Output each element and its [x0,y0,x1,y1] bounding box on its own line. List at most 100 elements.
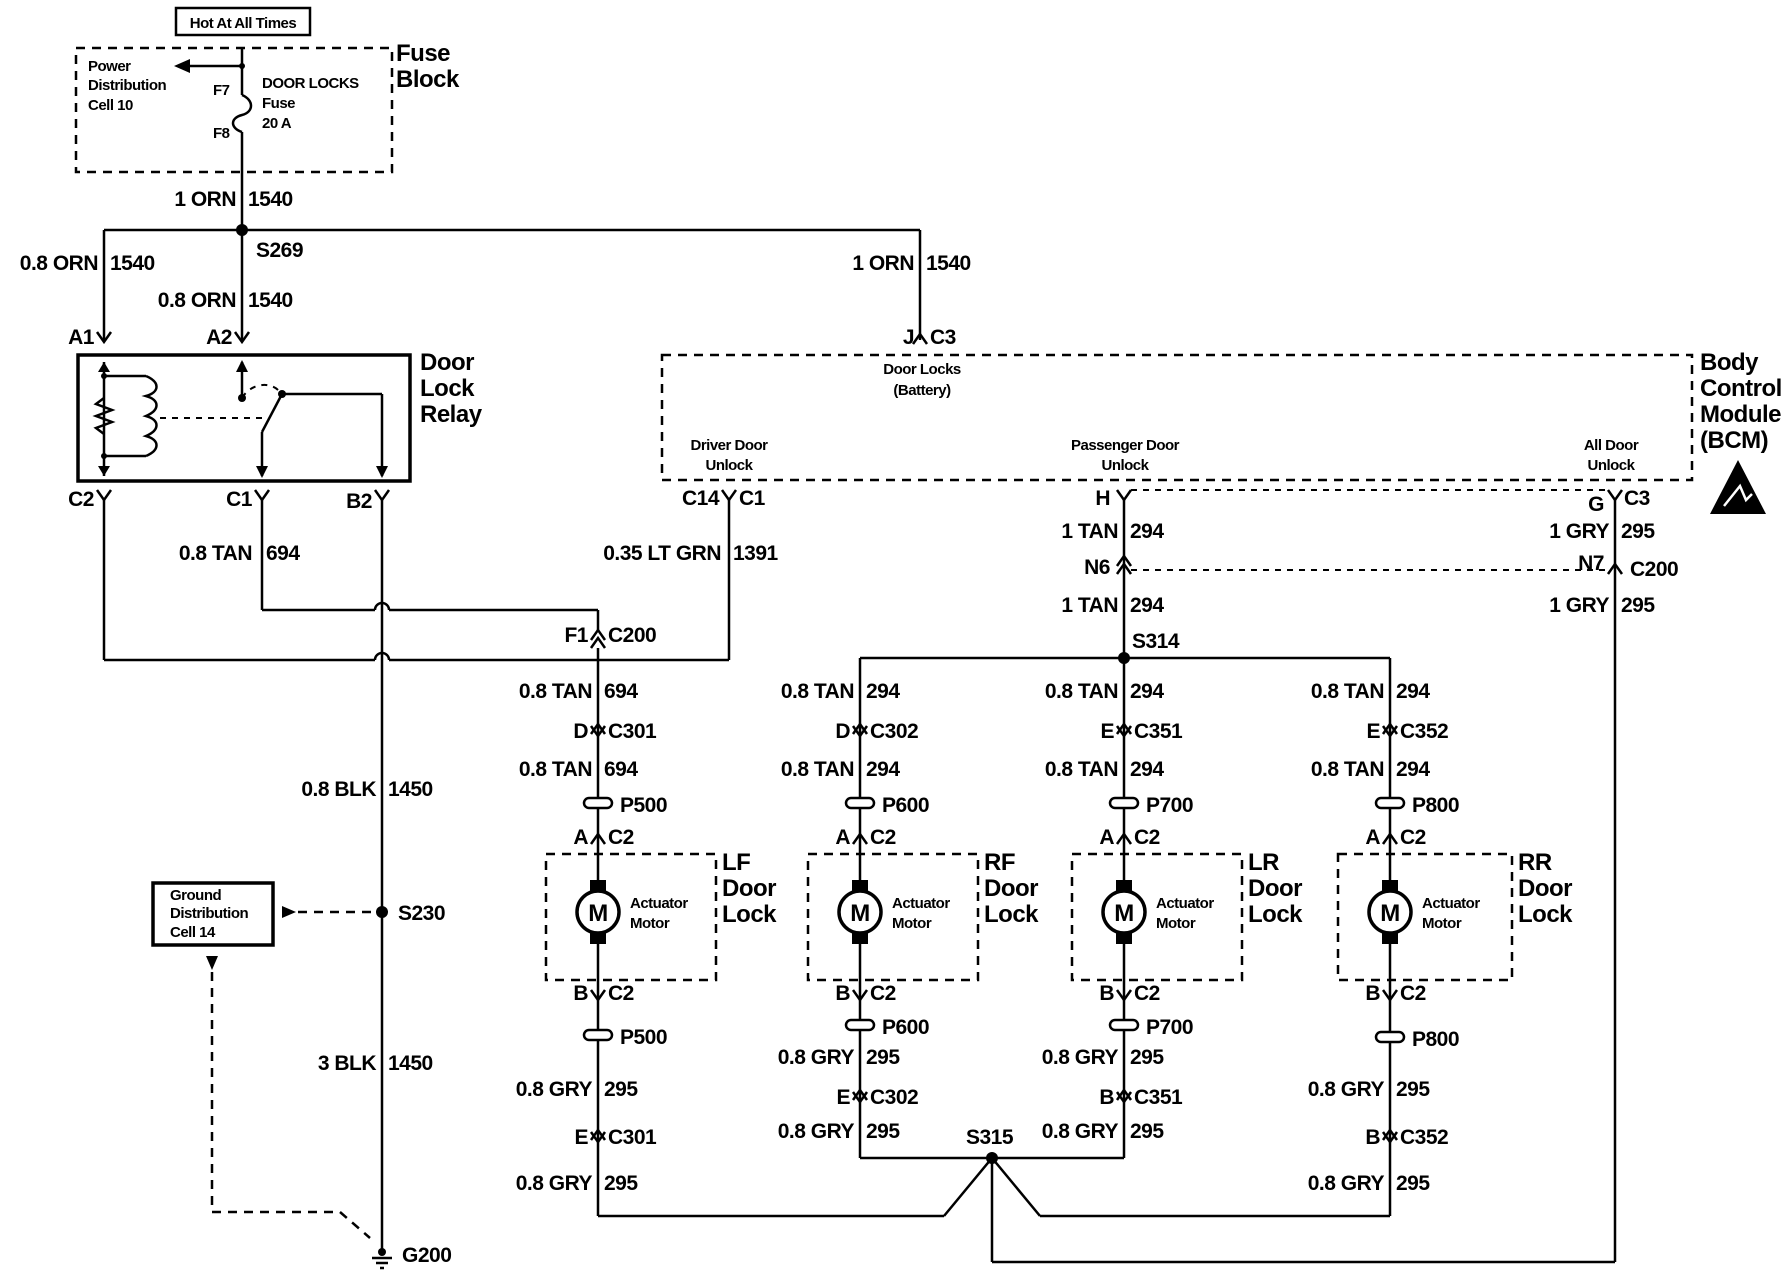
bcm-label-2: Control [1700,375,1782,402]
wire-label-08orn-a: 0.8 ORN [20,252,98,275]
fuse-name-1: DOOR LOCKS [262,75,359,92]
splice-s230 [376,906,388,918]
fuse-name-2: Fuse [262,95,295,112]
bcm-pass-2: Unlock [1101,457,1149,474]
lr-motor-m: M [1114,900,1134,927]
lr-conn-b: B [1099,982,1114,1005]
rf-motor-brush-bot [852,932,868,944]
lr-label: LR [1248,849,1279,876]
lf-label: LF [722,849,750,876]
lr-label-08tan-b: 0.8 TAN [1045,758,1118,781]
relay-pin-c2-mark [95,489,113,503]
relay-pin-a2-mark [233,331,251,345]
relay-pin-c1: C1 [226,488,253,511]
splice-s315 [986,1152,998,1164]
lf-p500-top [582,796,614,810]
lf-circuit-295-a: 295 [604,1078,638,1101]
wire-label-035ltgrn: 0.35 LT GRN [603,542,721,565]
bcm-pin-g: G [1588,493,1604,516]
lr-conn-c2-top: C2 [1134,826,1160,849]
lr-conn-c351: C351 [1134,720,1183,743]
wire-circuit-1450-a: 1450 [388,778,433,801]
rf-conn-b: B [835,982,850,1005]
lr-label-08gry-a: 0.8 GRY [1042,1046,1119,1069]
wire-circuit-1540-a: 1540 [248,188,293,211]
relay-resistor [92,397,116,435]
lr-conn-b2: B [1099,1086,1114,1109]
ground-node [378,1248,386,1256]
lf-conn-c301-mark [589,721,607,739]
fuse-name-3: 20 A [262,115,292,132]
bcm-pin-g-mark [1606,489,1624,503]
rf-conn-c302b-mark [851,1087,869,1105]
wire-circuit-1450-b: 1450 [388,1052,433,1075]
lf-label-08tan-a: 0.8 TAN [519,680,592,703]
fuse-f8: F8 [213,125,230,142]
conn-n7-mark [1606,561,1624,575]
lf-conn-e: E [574,1126,588,1149]
rf-label-door: Door [984,875,1038,902]
rf-conn-c302-mark [851,721,869,739]
rf-act-1: Actuator [892,895,950,912]
bcm-outline [660,353,1694,482]
wire-circuit-295-b: 295 [1621,594,1655,617]
lf-label-08gry-b: 0.8 GRY [516,1172,593,1195]
rr-motor-m: M [1380,900,1400,927]
wire-label-08orn-b: 0.8 ORN [158,289,236,312]
rf-motor-m: M [850,900,870,927]
lf-act-2: Motor [630,915,670,932]
wire-circuit-294-a: 294 [1130,520,1164,543]
wire-label-1gry-b: 1 GRY [1549,594,1609,617]
rr-act-1: Actuator [1422,895,1480,912]
fuse-block-label-2: Block [396,66,460,93]
splice-s315-label: S315 [966,1126,1014,1149]
splice-s230-label: S230 [398,902,445,925]
esd-hand-mark [1723,483,1753,507]
lf-circuit-694-a: 694 [604,680,638,703]
wire-circuit-1540-d: 1540 [926,252,971,275]
lr-label-08gry-b: 0.8 GRY [1042,1120,1119,1143]
lr-act-2: Motor [1156,915,1196,932]
fuse-node [239,63,245,69]
lf-conn-c2-top: C2 [608,826,634,849]
lf-circuit-694-b: 694 [604,758,638,781]
lr-conn-a-mark [1115,831,1133,845]
ground-dist-2: Distribution [170,905,248,922]
lf-conn-c301b: C301 [608,1126,657,1149]
rf-conn-c2-bot: C2 [870,982,896,1005]
lf-label-door: Door [722,875,776,902]
relay-switch-arrow [236,360,248,372]
conn-c200-b: C200 [1630,558,1678,581]
lr-motor-brush-bot [1116,932,1132,944]
relay-pin-c2: C2 [68,488,94,511]
rf-label-08gry-b: 0.8 GRY [778,1120,855,1143]
rf-conn-c302b: C302 [870,1086,918,1109]
lf-motor-brush-bot [590,932,606,944]
lf-conn-b-mark [589,989,607,1003]
lf-p500-label-bot: P500 [620,1026,667,1049]
wire-label-08tan-a: 0.8 TAN [179,542,252,565]
rr-conn-b-mark [1381,989,1399,1003]
hot-at-all-times-box [174,6,312,37]
pdc-label-2: Distribution [88,77,166,94]
lr-circuit-295-a: 295 [1130,1046,1164,1069]
lr-label-lock: Lock [1248,901,1303,928]
rr-conn-c2-top: C2 [1400,826,1426,849]
rf-act-2: Motor [892,915,932,932]
lf-conn-c301: C301 [608,720,657,743]
lr-circuit-295-b: 295 [1130,1120,1164,1143]
rr-conn-a: A [1365,826,1380,849]
lf-act-1: Actuator [630,895,688,912]
rf-label-lock: Lock [984,901,1039,928]
rr-conn-c352b: C352 [1400,1126,1448,1149]
rr-label-08gry-a: 0.8 GRY [1308,1078,1385,1101]
lr-conn-a: A [1099,826,1114,849]
rr-conn-b2: B [1365,1126,1380,1149]
lf-label-08gry-a: 0.8 GRY [516,1078,593,1101]
rr-label-08tan-a: 0.8 TAN [1311,680,1384,703]
bcm-label-1: Body [1700,349,1759,376]
rr-label-08tan-b: 0.8 TAN [1311,758,1384,781]
relay-switch-out-arrow [256,466,268,478]
lr-label-08tan-a: 0.8 TAN [1045,680,1118,703]
